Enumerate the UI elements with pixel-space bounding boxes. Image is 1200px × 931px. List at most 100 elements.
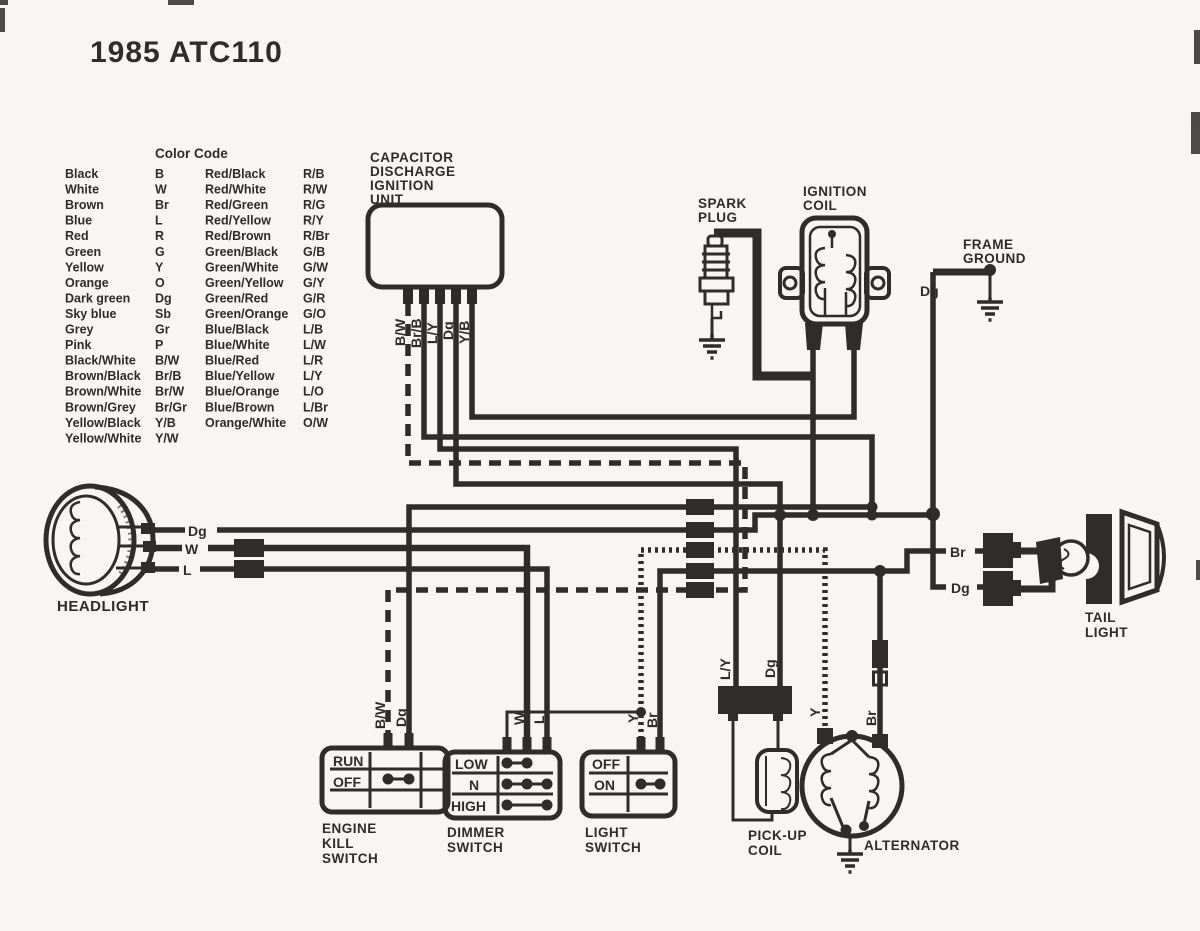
cdi-wire-label: B/W [392, 318, 408, 346]
page-title: 1985 ATC110 [90, 36, 283, 69]
svg-text:COIL: COIL [748, 843, 782, 858]
cdi-wire-label: Dg [440, 321, 456, 340]
color-code-cell: Yellow/White [65, 431, 141, 445]
color-code-cell: Red/White [205, 183, 266, 197]
alternator-wire-label: Y [807, 707, 823, 717]
color-code-cell: P [155, 338, 163, 352]
color-code-cell: Sky blue [65, 307, 116, 321]
svg-text:SWITCH: SWITCH [322, 851, 378, 866]
tail-wire-label: Br [950, 544, 966, 560]
color-code-cell: Sb [155, 307, 171, 321]
svg-text:N: N [469, 777, 479, 793]
color-code-cell: Orange [65, 276, 109, 290]
kill-wire-label: Dg [393, 708, 409, 727]
wire-black-white [385, 304, 748, 733]
color-code-cell: Y [155, 260, 164, 274]
color-code-cell: G/O [303, 307, 326, 321]
light-switch: OFF ON LIGHT SWITCH Y Br [579, 712, 678, 855]
headlight: HEADLIGHT Dg W L [43, 483, 207, 615]
svg-text:UNIT: UNIT [370, 192, 404, 207]
svg-text:PLUG: PLUG [698, 210, 738, 225]
inline-connector [872, 670, 888, 687]
cdi-wire-label: Y/B [456, 321, 472, 344]
color-code-cell: R/Br [303, 229, 330, 243]
svg-text:IGNITION: IGNITION [370, 178, 434, 193]
color-code-cell: Yellow/Black [65, 416, 141, 430]
color-code-cell: Blue/Red [205, 354, 259, 368]
color-code-cell: L/O [303, 385, 324, 399]
svg-text:OFF: OFF [333, 774, 361, 790]
svg-text:ON: ON [594, 777, 615, 793]
wire-blue-yellow [437, 304, 739, 686]
wire-dark-green-frame [930, 272, 984, 590]
junction-dots [636, 501, 940, 717]
light-wire-label: Y [625, 713, 641, 723]
color-code-cell: L/B [303, 323, 323, 337]
color-code-cell: Y/B [155, 416, 176, 430]
spark-plug: SPARK PLUG [698, 196, 746, 360]
color-code-cell: Green/Yellow [205, 276, 284, 290]
spark-plug-lead [714, 228, 813, 381]
ground-symbol [837, 850, 863, 874]
color-code-cell: L/Br [303, 400, 328, 414]
color-code-cell: R/Y [303, 214, 325, 228]
color-code-cell: Dg [155, 291, 172, 305]
color-code-cell: Yellow [65, 260, 104, 274]
color-code-title: Color Code [155, 146, 228, 161]
color-code-cell: Br/W [155, 385, 184, 399]
svg-text:FRAME: FRAME [963, 237, 1014, 252]
pickup-wire-label: L/Y [717, 658, 733, 680]
color-code-cell: G/W [303, 260, 328, 274]
connector-blocks [234, 499, 1021, 668]
svg-text:HIGH: HIGH [451, 798, 486, 814]
wire-blue [152, 566, 550, 753]
color-code-cell: Br [155, 198, 169, 212]
svg-text:SWITCH: SWITCH [585, 840, 641, 855]
engine-kill-switch: RUN OFF ENGINE KILL SWITCH B/W Dg [319, 701, 451, 866]
color-code-cell: Red/Black [205, 167, 265, 181]
cdi-wire-label: L/Y [424, 322, 440, 344]
headlight-label: HEADLIGHT [57, 598, 149, 615]
svg-text:ENGINE: ENGINE [322, 821, 377, 836]
svg-text:IGNITION: IGNITION [803, 184, 867, 199]
alternator-label: ALTERNATOR [864, 838, 960, 853]
color-code-cell: Blue/Yellow [205, 369, 275, 383]
svg-text:SWITCH: SWITCH [447, 840, 503, 855]
wire-white [155, 544, 531, 753]
color-code-cell: G/R [303, 291, 325, 305]
color-code-cell: G/Y [303, 276, 325, 290]
color-code-cell: Green/Black [205, 245, 278, 259]
wire-dark-green-cdi [453, 304, 783, 686]
wire-yellow [638, 547, 828, 753]
wire-brown-black [421, 304, 875, 515]
color-code-cell: L/Y [303, 369, 323, 383]
color-code-cell: L/R [303, 354, 323, 368]
pickup-coil: PICK-UP COIL L/Y Dg [717, 658, 807, 858]
color-code-cell: G/B [303, 245, 325, 259]
svg-text:RUN: RUN [333, 753, 363, 769]
color-code-cell: Br/B [155, 369, 181, 383]
svg-text:DISCHARGE: DISCHARGE [370, 164, 456, 179]
scan-artifacts [0, 0, 1200, 580]
color-code-cell: Brown [65, 198, 104, 212]
color-code-cell: R [155, 229, 164, 243]
color-code-cell: Red/Yellow [205, 214, 271, 228]
headlight-wire-label: L [183, 562, 192, 578]
color-code-cell: O [155, 276, 165, 290]
svg-text:LIGHT: LIGHT [585, 825, 628, 840]
dimmer-wire-label: W [511, 711, 527, 725]
alternator-wire-label: Br [863, 710, 879, 726]
color-code-cell: O/W [303, 416, 328, 430]
svg-text:COIL: COIL [803, 198, 837, 213]
light-wire-label: Br [644, 712, 660, 728]
frame-ground-wire-label: Dg [920, 283, 939, 299]
color-code-cell: Brown/Grey [65, 400, 136, 414]
color-code-cell: R/B [303, 167, 325, 181]
svg-text:OFF: OFF [592, 756, 620, 772]
svg-text:LOW: LOW [455, 756, 488, 772]
cdi-wire-label: Br/B [408, 318, 424, 348]
color-code-cell: Br/Gr [155, 400, 187, 414]
